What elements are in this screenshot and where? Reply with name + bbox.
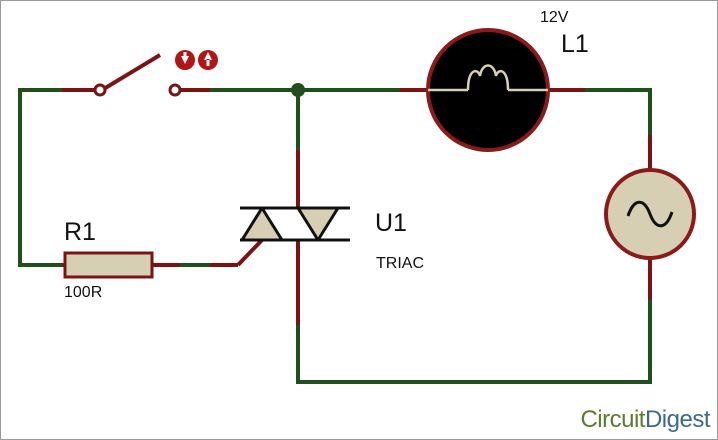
- brand-part1: Circuit: [580, 406, 645, 433]
- circuitdigest-logo: CircuitDigest: [580, 406, 710, 434]
- switch-terminal-up[interactable]: [198, 50, 218, 70]
- resistor-ref-label: R1: [64, 218, 96, 246]
- lamp-filament-icon: [428, 64, 548, 92]
- switch-lever: [100, 53, 162, 92]
- lamp: [426, 28, 550, 152]
- triac-symbol: [240, 206, 350, 242]
- pin-gate-diag: [236, 238, 264, 267]
- triac-type-label: TRIAC: [376, 255, 424, 272]
- switch-contact: [168, 83, 182, 97]
- lamp-voltage-label: 12V: [540, 9, 569, 26]
- resistor-value-label: 100R: [64, 284, 102, 301]
- arrow-up-icon: [204, 52, 212, 66]
- switch-pivot: [93, 83, 107, 97]
- wires: [18, 88, 652, 384]
- brand-part2: Digest: [644, 406, 711, 433]
- arrow-down-icon: [181, 52, 189, 64]
- switch[interactable]: [93, 50, 218, 97]
- pins: [62, 88, 652, 325]
- wire-lamp-to-source: [583, 88, 652, 137]
- resistor-body: [63, 251, 154, 279]
- triac-ref-label: U1: [375, 209, 407, 237]
- junction-node: [291, 83, 305, 97]
- ac-source: [604, 168, 696, 260]
- lamp-ref-label: L1: [561, 30, 589, 58]
- switch-terminal-down[interactable]: [175, 50, 195, 70]
- wire-source-bottom-loop: [296, 298, 652, 384]
- sine-wave-icon: [626, 200, 674, 228]
- wire-left-loop: [18, 88, 64, 267]
